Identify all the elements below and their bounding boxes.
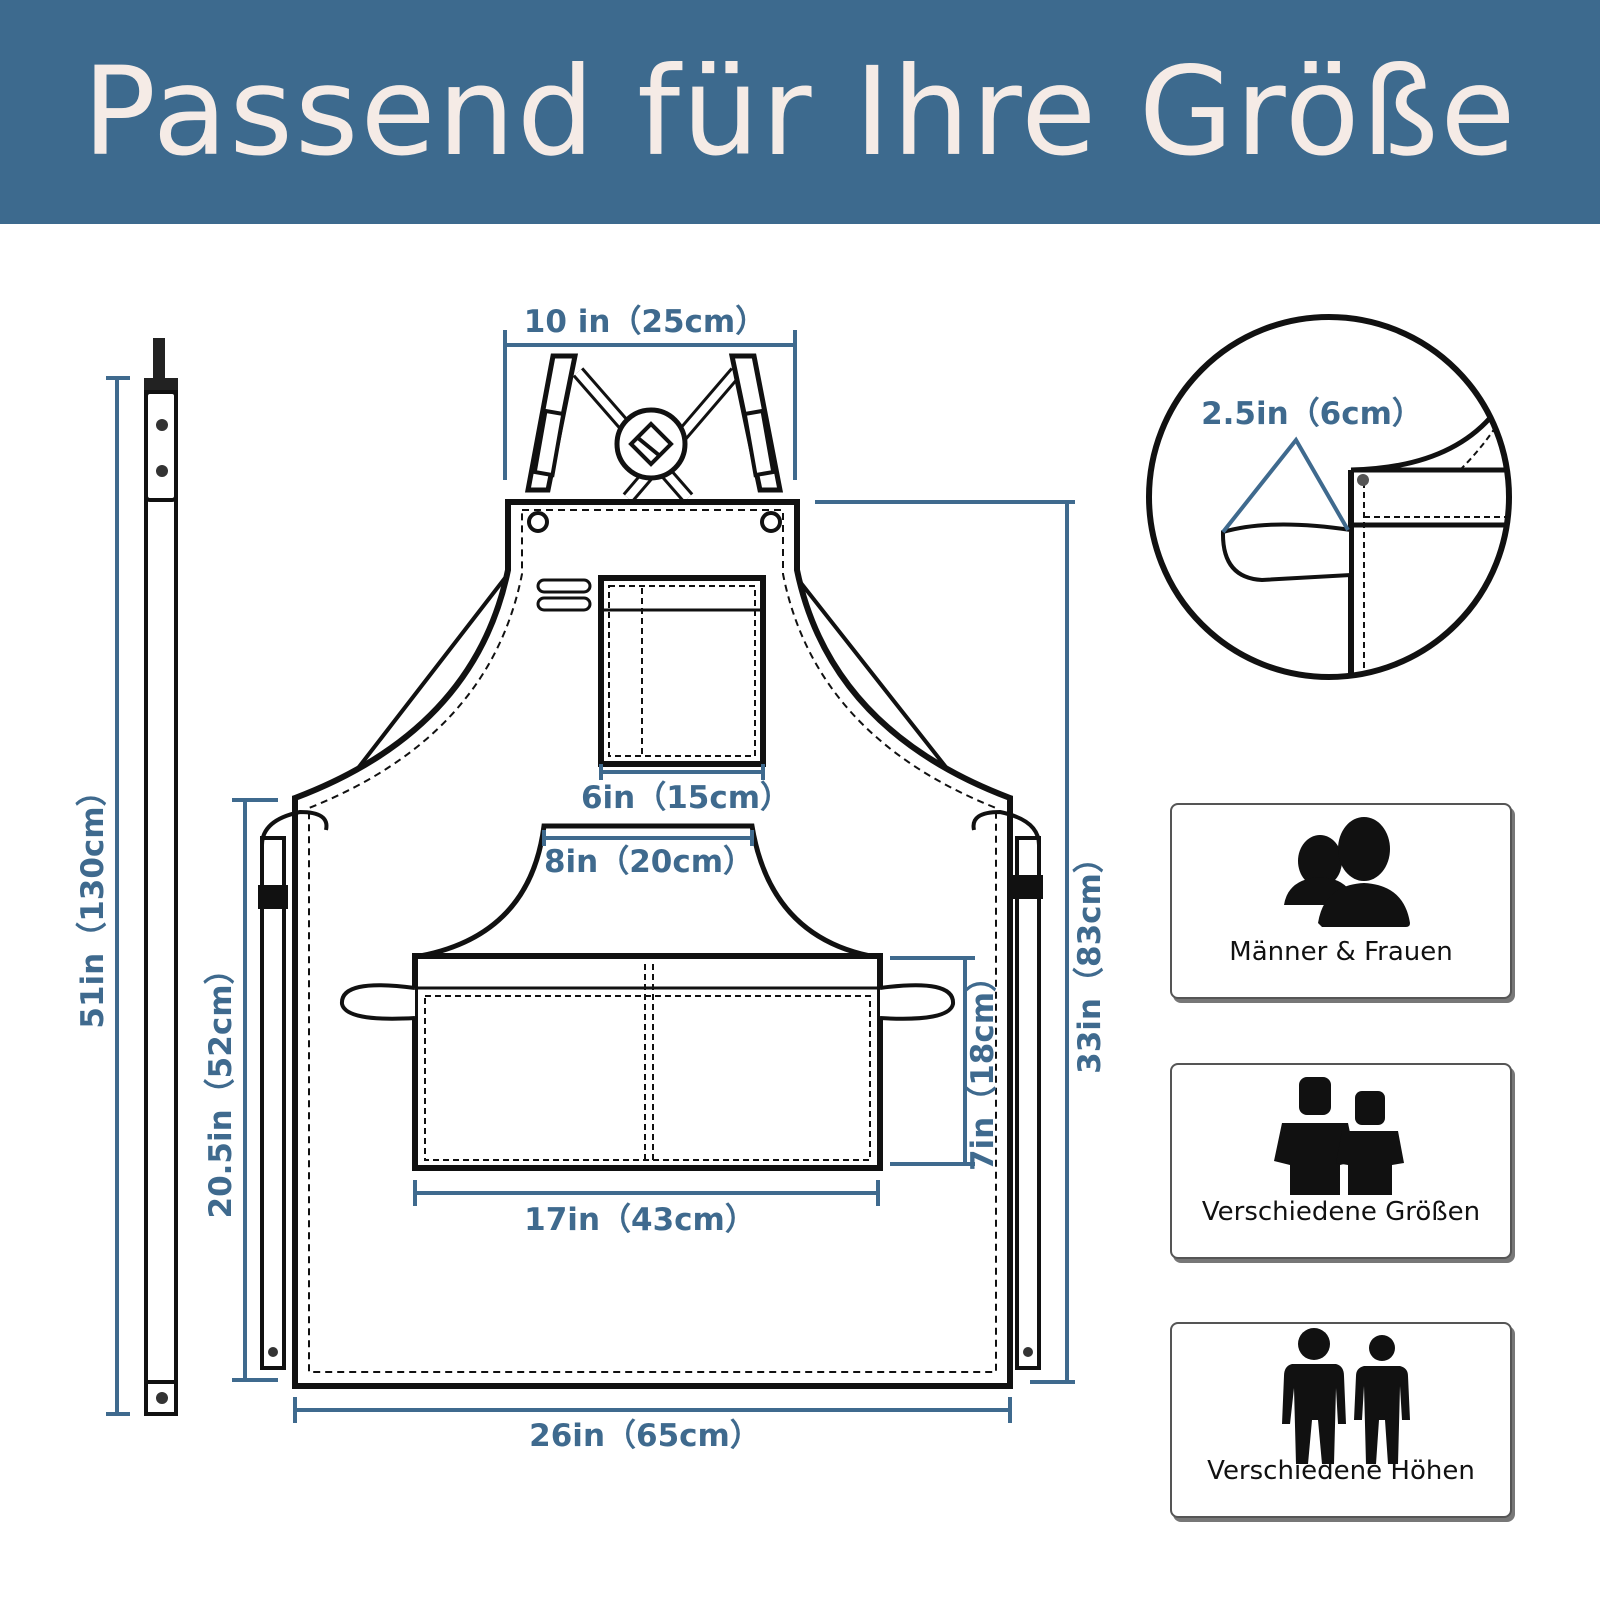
dim-top-strap-width: 10 in（25cm） — [524, 304, 766, 340]
dim-total-height: 33in（83cm） — [1072, 842, 1108, 1074]
dim-waist-pocket-top: 8in（20cm） — [544, 844, 754, 880]
dim-front-pocket-width: 17in（43cm） — [524, 1202, 756, 1238]
feature-card-heights: Verschiedene Höhen — [1170, 1322, 1512, 1518]
different-sizes-icon — [1274, 1077, 1404, 1195]
dim-chest-pocket-width: 6in（15cm） — [581, 780, 791, 816]
feature-label: Männer & Frauen — [1229, 937, 1453, 967]
different-heights-icon — [1282, 1328, 1410, 1464]
page-title: Passend für Ihre Größe — [82, 41, 1518, 183]
header-banner: Passend für Ihre Größe — [0, 0, 1600, 224]
feature-card-men-women: Männer & Frauen — [1170, 803, 1512, 999]
dim-side-length: 20.5in（52cm） — [203, 954, 239, 1219]
dim-bottom-width: 26in（65cm） — [529, 1418, 761, 1454]
detail-circle — [1146, 314, 1512, 680]
feature-card-sizes: Verschiedene Größen — [1170, 1063, 1512, 1259]
dimension-lines — [106, 330, 1075, 1423]
strap-drawing — [144, 338, 178, 1416]
dim-pocket-height: 7in（18cm） — [965, 961, 1001, 1171]
apron-body — [258, 353, 1043, 1389]
man-woman-icon — [1284, 817, 1410, 927]
dim-strap-length: 51in（130cm） — [75, 775, 111, 1028]
feature-label: Verschiedene Größen — [1201, 1197, 1481, 1227]
feature-label: Verschiedene Höhen — [1207, 1456, 1475, 1486]
dim-loop-width: 2.5in（6cm） — [1201, 396, 1423, 432]
